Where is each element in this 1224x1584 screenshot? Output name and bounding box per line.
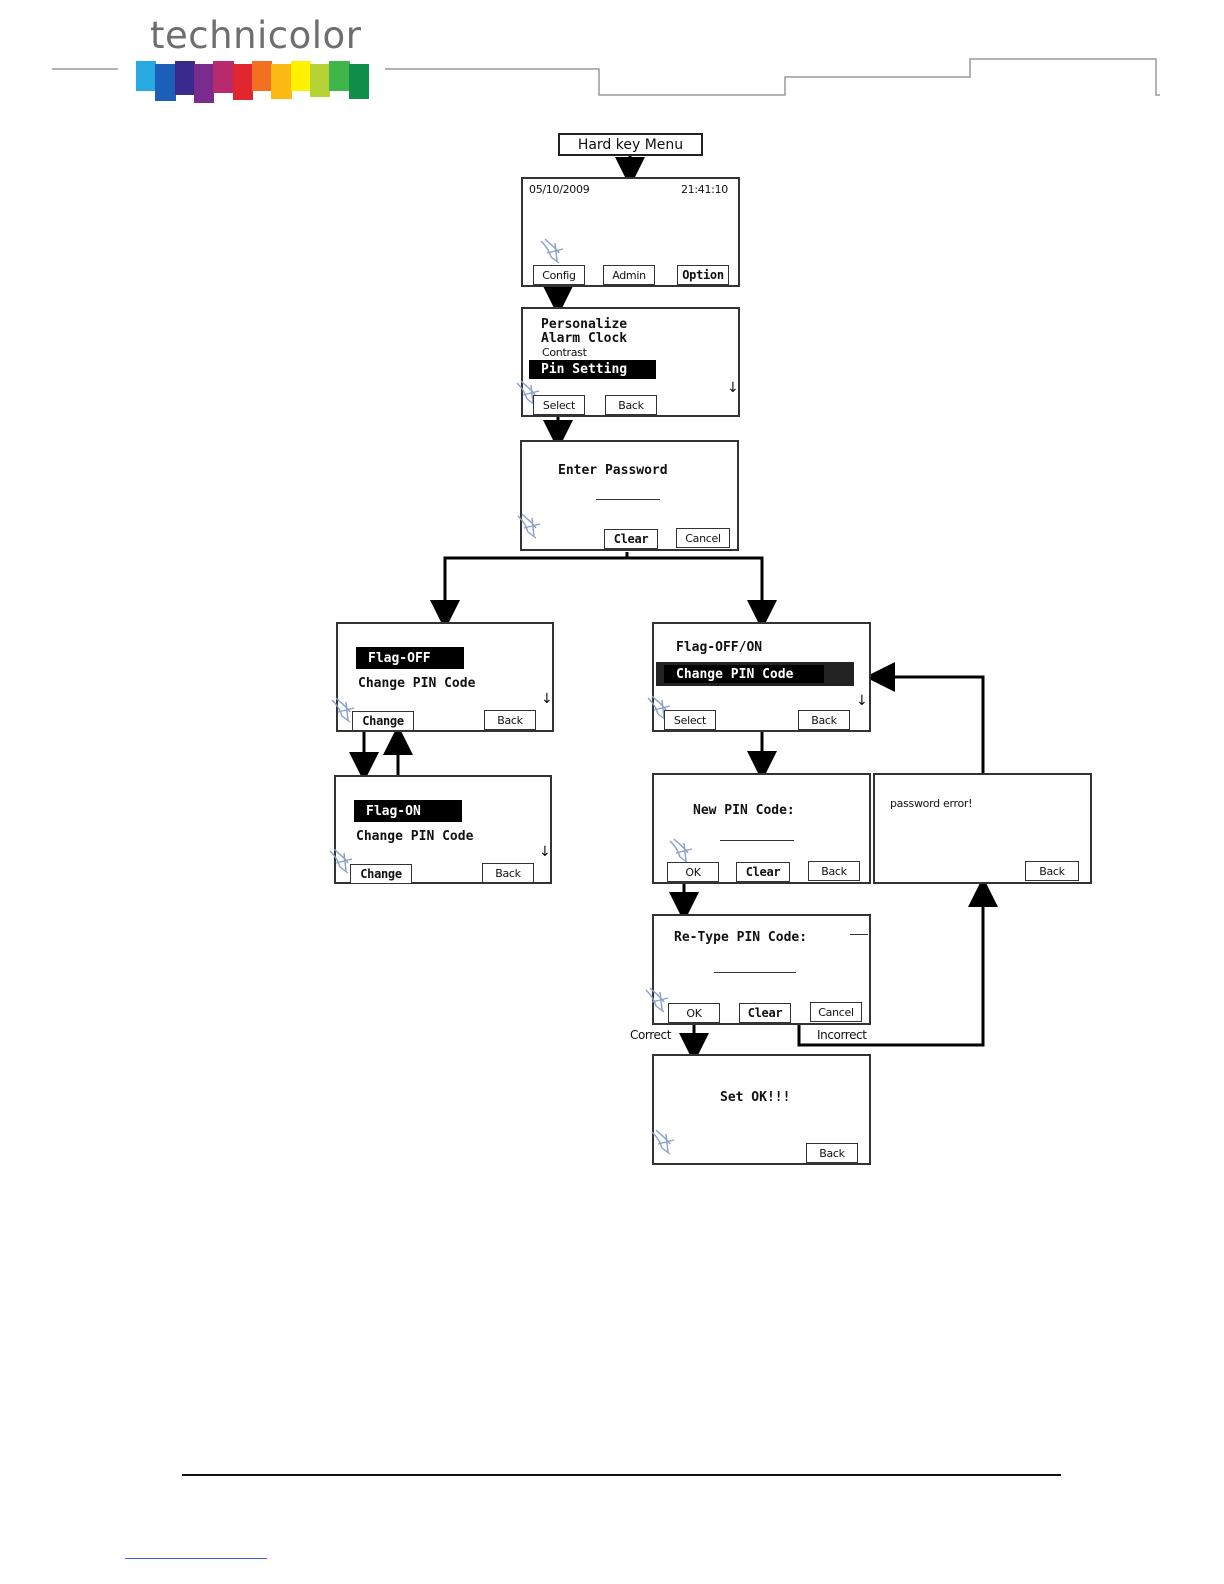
flag-change-screen: Flag-OFF/ON Change PIN Code ↓ Select Bac… (647, 622, 871, 732)
set-ok-title: Set OK!!! (720, 1090, 791, 1105)
back-softkey[interactable]: Back (1025, 861, 1079, 881)
brand-logo-text: technicolor (150, 14, 362, 57)
password-error-text: password error! (890, 797, 973, 810)
brand-strip-segment (348, 64, 369, 99)
back-softkey[interactable]: Back (484, 710, 536, 730)
admin-softkey[interactable]: Admin (603, 265, 655, 285)
change-pin-code-text: Change PIN Code (356, 829, 474, 844)
idle-screen: 05/10/2009 21:41:10 Config Admin Option (521, 177, 740, 287)
brand-strip-segment (329, 61, 350, 91)
select-softkey[interactable]: Select (533, 395, 585, 415)
back-softkey[interactable]: Back (808, 861, 860, 881)
stylus-pointer-icon (540, 238, 564, 264)
scroll-down-icon: ↓ (856, 693, 868, 709)
clear-softkey[interactable]: Clear (739, 1003, 791, 1023)
retype-pin-entry-field[interactable] (714, 972, 796, 973)
new-pin-title: New PIN Code: (693, 803, 795, 818)
stylus-pointer-icon (517, 513, 541, 539)
change-pin-code-selected[interactable]: Change PIN Code (664, 665, 824, 683)
brand-strip-segment (271, 64, 292, 99)
idle-date: 05/10/2009 (529, 183, 590, 196)
password-error-screen: password error! Back (873, 773, 1092, 884)
change-softkey[interactable]: Change (352, 711, 414, 731)
cancel-softkey[interactable]: Cancel (810, 1002, 862, 1022)
brand-strip-segment (213, 61, 234, 93)
new-pin-entry-field[interactable] (720, 840, 794, 841)
menu-item-pin-setting-selected[interactable]: Pin Setting (529, 360, 656, 379)
stylus-pointer-icon (651, 1129, 675, 1155)
scroll-down-icon: ↓ (541, 691, 553, 707)
brand-strip-segment (232, 64, 253, 100)
ok-softkey[interactable]: OK (668, 1003, 720, 1023)
config-softkey[interactable]: Config (533, 265, 585, 285)
enter-password-title: Enter Password (558, 463, 668, 478)
set-ok-screen: Set OK!!! Back (651, 1054, 871, 1165)
select-softkey[interactable]: Select (664, 710, 716, 730)
stylus-pointer-icon (669, 838, 693, 864)
flag-on-screen: Flag-ON Change PIN Code ↓ Change Back (329, 775, 552, 884)
menu-item-contrast[interactable]: Contrast (542, 346, 587, 359)
back-softkey[interactable]: Back (482, 863, 534, 883)
brand-strip-segment (155, 64, 176, 101)
flag-off-badge: Flag-OFF (356, 647, 464, 669)
stylus-pointer-icon (647, 695, 671, 721)
stylus-pointer-icon (645, 987, 669, 1013)
flag-change-title: Flag-OFF/ON (676, 640, 763, 655)
retype-cursor-mark (850, 934, 868, 935)
flag-on-badge: Flag-ON (354, 800, 462, 822)
change-softkey[interactable]: Change (350, 864, 412, 884)
stylus-pointer-icon (329, 848, 353, 874)
scroll-down-icon: ↓ (727, 380, 739, 396)
enter-password-screen: Enter Password Clear Cancel (517, 440, 739, 551)
idle-time: 21:41:10 (680, 183, 728, 196)
stylus-pointer-icon (331, 697, 355, 723)
brand-strip-segment (252, 61, 273, 91)
cancel-softkey[interactable]: Cancel (676, 528, 730, 548)
brand-strip-segment (310, 64, 331, 97)
new-pin-screen: New PIN Code: OK Clear Back (652, 773, 871, 884)
menu-item-personalize[interactable]: Personalize (541, 317, 628, 332)
retype-pin-title: Re-Type PIN Code: (674, 930, 808, 945)
ok-softkey[interactable]: OK (667, 862, 719, 882)
brand-strip-segment (136, 61, 157, 91)
back-softkey[interactable]: Back (798, 710, 850, 730)
hard-key-menu-label: Hard key Menu (577, 136, 684, 153)
stylus-pointer-icon (516, 380, 540, 406)
incorrect-branch-label: Incorrect (817, 1028, 867, 1042)
change-pin-code-text: Change PIN Code (358, 676, 476, 691)
footer-rule (182, 1474, 1061, 1476)
option-softkey[interactable]: Option (677, 265, 729, 285)
back-softkey[interactable]: Back (806, 1143, 858, 1163)
brand-strip-segment (174, 61, 195, 95)
hard-key-menu-box[interactable]: Hard key Menu (558, 133, 703, 156)
back-softkey[interactable]: Back (605, 395, 657, 415)
footer-link-underline (125, 1558, 267, 1559)
clear-softkey[interactable]: Clear (736, 862, 790, 882)
brand-strip-segment (194, 64, 215, 103)
correct-branch-label: Correct (630, 1028, 671, 1042)
menu-item-alarm-clock[interactable]: Alarm Clock (541, 331, 628, 346)
scroll-down-icon: ↓ (539, 844, 551, 860)
option-menu-screen: Personalize Alarm Clock Contrast Pin Set… (516, 307, 740, 417)
brand-strip-segment (290, 61, 311, 91)
clear-softkey[interactable]: Clear (604, 529, 658, 549)
flag-off-screen: Flag-OFF Change PIN Code ↓ Change Back (331, 622, 554, 732)
retype-pin-screen: Re-Type PIN Code: OK Clear Cancel (645, 914, 871, 1025)
password-entry-field[interactable] (596, 499, 660, 500)
